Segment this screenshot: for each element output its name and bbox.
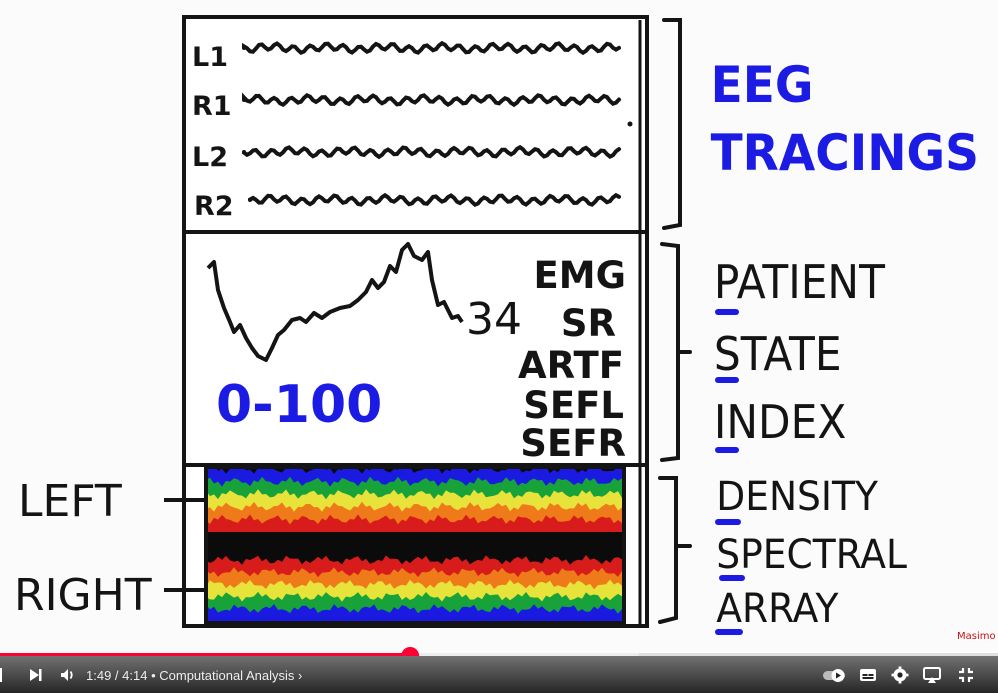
settings-icon[interactable] [890,665,910,685]
param-emg: EMG [534,254,626,297]
section-braces [658,18,692,624]
channel-label: R2 [194,191,234,222]
player-controls: 1:49 / 4:14 • Computational Analysis › [0,656,998,693]
left-label: LEFT [18,476,122,527]
channel-label: L1 [192,42,228,73]
psi-value: 34 [466,294,522,345]
svg-text:PATIENT: PATIENT [714,256,886,309]
eeg-trace [242,40,621,56]
dsa-band [206,514,624,532]
eeg-trace [248,192,621,208]
svg-text:ARRAY: ARRAY [716,586,838,632]
svg-text:INDEX: INDEX [714,396,846,449]
video-frame: L1 R1 L2 R2 34 0-100 EMG SR ARTF SEFL SE… [0,15,998,656]
channel-label: R1 [192,91,232,122]
play-pause-icon[interactable] [0,665,14,685]
svg-text:EEG: EEG [711,57,814,115]
psi-trend-line [206,242,464,362]
eeg-trace [242,92,621,108]
played-bar [0,653,411,656]
param-artf: ARTF [518,344,624,387]
subtitles-icon[interactable] [858,665,878,685]
acronym-underlines [715,309,745,635]
progress-bar[interactable] [0,647,998,656]
dsa-heading: DENSITY SPECTRAL ARRAY [716,474,907,632]
dsa-heatmap [204,464,626,625]
param-sefr: SEFR [520,422,626,465]
svg-text:STATE: STATE [714,328,842,381]
eeg-trace [242,144,621,160]
airplay-icon[interactable] [922,665,942,685]
volume-icon[interactable] [58,665,78,685]
dsa-side-labels: LEFT RIGHT [14,476,152,621]
autoplay-toggle-icon[interactable] [822,665,848,685]
next-icon[interactable] [26,665,46,685]
scrubber-handle [401,647,420,656]
svg-text:TRACINGS: TRACINGS [711,125,979,183]
psi-range: 0-100 [216,375,382,435]
svg-text:SPECTRAL: SPECTRAL [716,532,907,578]
exit-fullscreen-icon[interactable] [956,665,976,685]
param-sr: SR [561,302,616,345]
eeg-tracings [242,40,621,208]
right-label: RIGHT [14,570,152,621]
channel-label: L2 [192,142,228,173]
psi-heading: PATIENT STATE INDEX [714,256,886,449]
eeg-heading: EEG TRACINGS [711,57,979,183]
chapter-title[interactable]: • Computational Analysis › [151,668,303,683]
svg-text:DENSITY: DENSITY [716,474,878,520]
time-display: 1:49 / 4:14 [86,668,148,683]
psi-parameter-list: EMG SR ARTF SEFL SEFR [518,254,626,465]
masimo-watermark: Masimo [957,631,996,642]
dsa-band [206,604,624,621]
param-sefl: SEFL [523,384,624,427]
eeg-channel-labels: L1 R1 L2 R2 [192,42,234,222]
